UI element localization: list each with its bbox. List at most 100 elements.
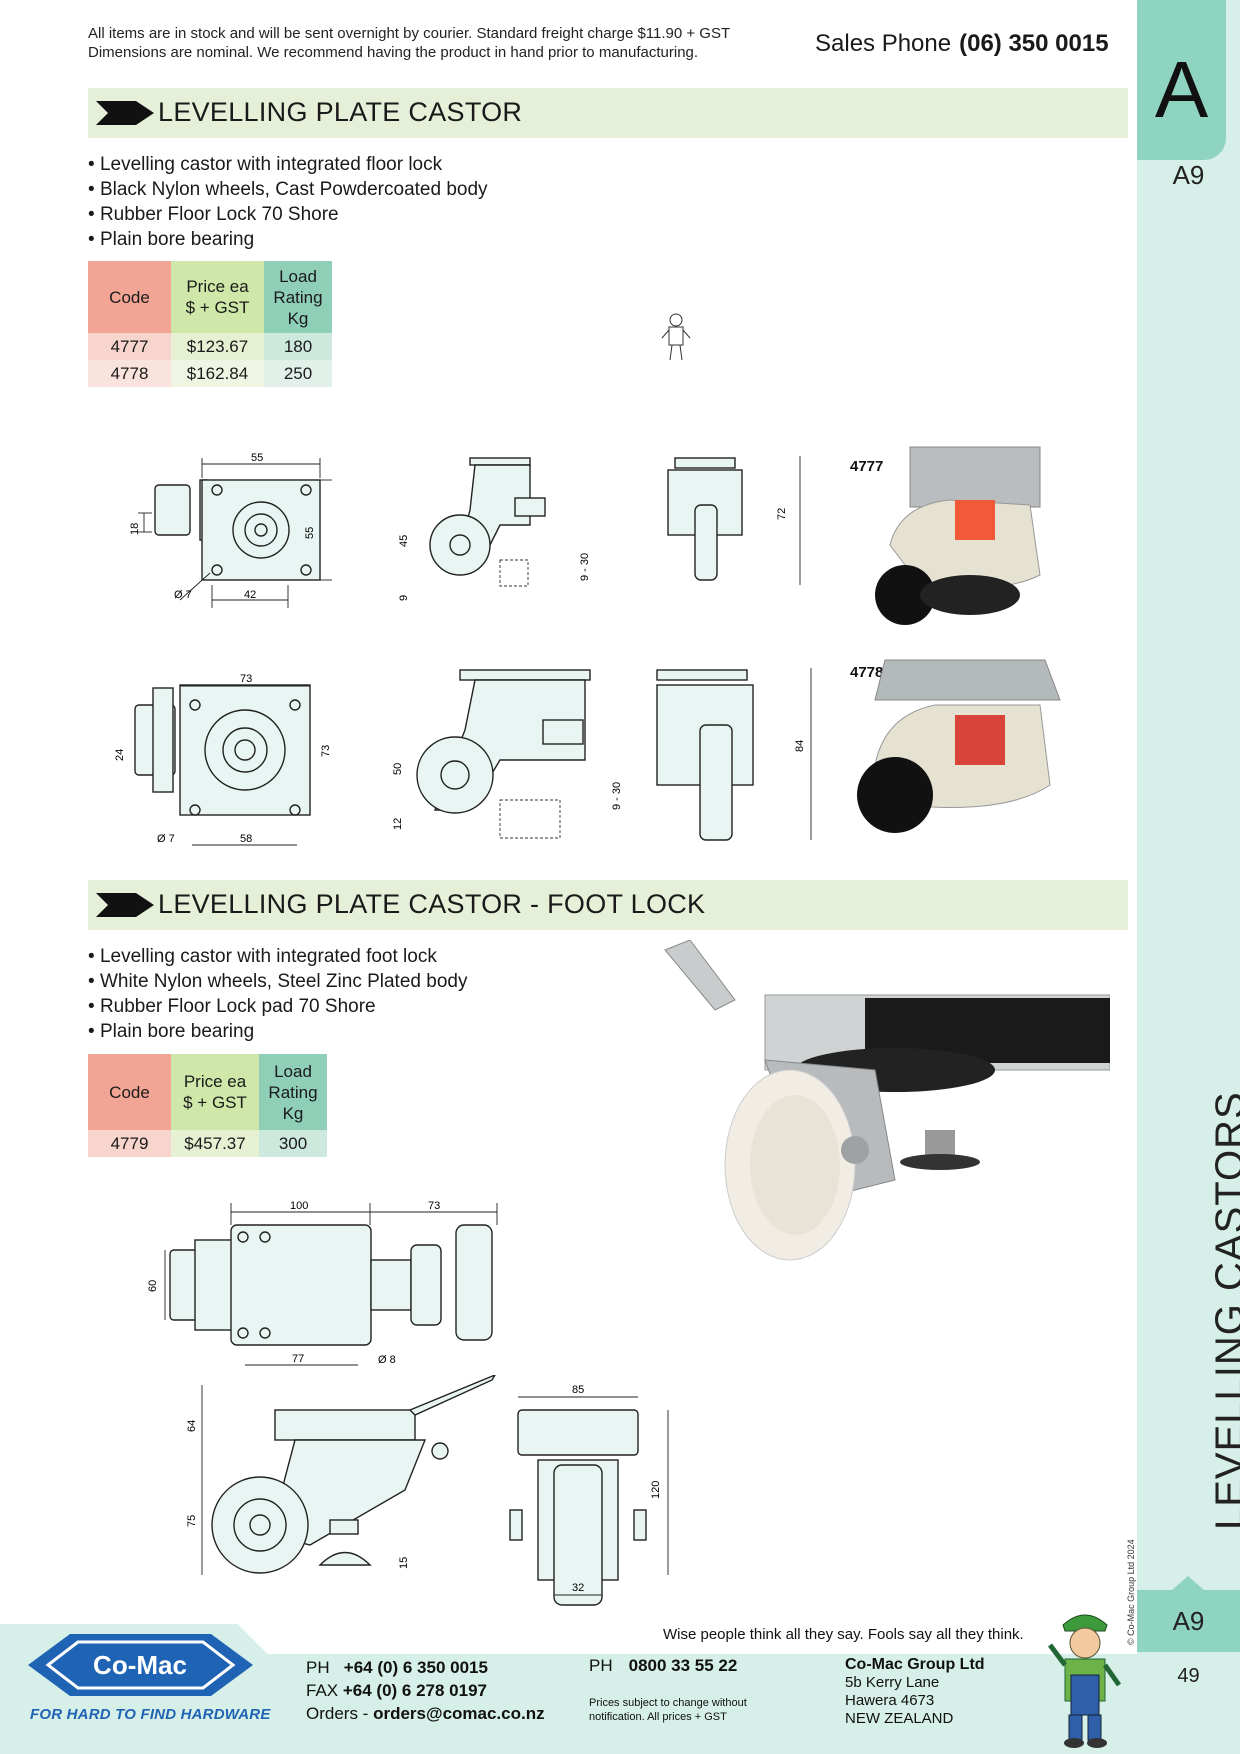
sales-phone-number[interactable]: (06) 350 0015 bbox=[959, 30, 1109, 57]
header-price: Price ea$ + GST bbox=[171, 261, 264, 333]
cell-price: $123.67 bbox=[171, 333, 264, 360]
copyright-text: © Co-Mac Group Ltd 2024 bbox=[1126, 1539, 1136, 1645]
dim-adjust: 9 - 30 bbox=[579, 553, 591, 581]
vertical-category-title: LEVELLING CASTORS bbox=[1160, 1091, 1240, 1530]
mascot-sketch-icon bbox=[661, 313, 691, 361]
cell-load: 250 bbox=[264, 360, 332, 387]
product-photo-4777 bbox=[875, 446, 1041, 625]
company-name: Co-Mac Group Ltd bbox=[845, 1656, 985, 1673]
dim-h2: 12 bbox=[392, 818, 404, 830]
footer-contact: PH +64 (0) 6 350 0015 FAX +64 (0) 6 278 … bbox=[306, 1656, 545, 1725]
product-code-label: 4778 bbox=[850, 664, 884, 681]
section-title: LEVELLING PLATE CASTOR - FOOT LOCK bbox=[158, 889, 706, 919]
dim-h2: 9 bbox=[398, 595, 410, 601]
dim-offset: 18 bbox=[129, 523, 141, 535]
phone-number[interactable]: +64 (0) 6 350 0015 bbox=[343, 1658, 488, 1677]
footer-freephone: PH 0800 33 55 22 bbox=[589, 1656, 737, 1676]
stock-notice-line-1: All items are in stock and will be sent … bbox=[88, 25, 731, 42]
sales-phone: Sales Phone (06) 350 0015 bbox=[815, 30, 1109, 58]
cell-price: $457.37 bbox=[171, 1130, 259, 1157]
table-row: 4778 $162.84 250 bbox=[88, 360, 332, 387]
freephone-label: PH bbox=[589, 1656, 613, 1675]
header-price: Price ea$ + GST bbox=[171, 1054, 259, 1130]
dim-h1: 45 bbox=[398, 535, 410, 547]
cell-price: $162.84 bbox=[171, 360, 264, 387]
phone-label: PH bbox=[306, 1658, 330, 1677]
address-line: NEW ZEALAND bbox=[845, 1710, 954, 1727]
technical-drawing-4777: 55 55 42 18 Ø 7 45 9 9 - 30 72 bbox=[129, 452, 801, 608]
cell-load: 300 bbox=[259, 1130, 327, 1157]
dim-offset: 24 bbox=[114, 749, 126, 761]
vertical-category-text: LEVELLING CASTORS bbox=[1208, 1091, 1240, 1530]
stock-notice-line-2: Dimensions are nominal. We recommend hav… bbox=[88, 44, 699, 61]
tab-notch bbox=[1172, 1576, 1204, 1590]
technical-drawing-4779-side: 64 75 15 85 120 32 bbox=[186, 1375, 669, 1606]
section-tab-letter: A bbox=[1154, 45, 1209, 134]
dim-total-height: 120 bbox=[650, 1481, 662, 1499]
product-photo-4779 bbox=[664, 940, 1110, 1261]
fax-number[interactable]: +64 (0) 6 278 0197 bbox=[342, 1681, 488, 1700]
dim-pedal: 73 bbox=[428, 1200, 440, 1212]
cell-code: 4778 bbox=[88, 360, 171, 387]
stock-notice: All items are in stock and will be sent … bbox=[88, 24, 730, 62]
cell-code: 4779 bbox=[88, 1130, 171, 1157]
dim-hole: Ø 7 bbox=[174, 589, 192, 601]
dim-height: 73 bbox=[320, 745, 332, 757]
address-line: Hawera 4673 bbox=[845, 1692, 935, 1709]
orders-email[interactable]: orders@comac.co.nz bbox=[373, 1704, 545, 1723]
product-code-label: 4777 bbox=[850, 458, 884, 475]
cell-code: 4777 bbox=[88, 333, 171, 360]
freephone-number[interactable]: 0800 33 55 22 bbox=[628, 1656, 738, 1675]
section-tab bbox=[1137, 0, 1226, 160]
dim-lower: 75 bbox=[186, 1515, 198, 1527]
table-row: 4779 $457.37 300 bbox=[88, 1130, 327, 1157]
product-photo-4778 bbox=[857, 659, 1061, 833]
page-code-bottom: A9 bbox=[1137, 1590, 1240, 1652]
right-sidebar bbox=[1137, 0, 1240, 1754]
dim-bolt: 58 bbox=[240, 833, 252, 845]
dim-hole: Ø 8 bbox=[378, 1354, 396, 1366]
dim-top-width: 85 bbox=[572, 1384, 584, 1396]
dim-width: 55 bbox=[251, 452, 263, 464]
footer-address: Co-Mac Group Ltd 5b Kerry Lane Hawera 46… bbox=[845, 1656, 985, 1728]
technical-drawing-4779-top: 100 73 60 77 Ø 8 bbox=[147, 1200, 498, 1366]
dim-bolt: 42 bbox=[244, 589, 256, 601]
feature-item: Levelling castor with integrated foot lo… bbox=[88, 944, 467, 969]
feature-list: Levelling castor with integrated floor l… bbox=[88, 152, 488, 252]
page-number: 49 bbox=[1177, 1665, 1200, 1687]
header-code: Code bbox=[88, 261, 171, 333]
dim-foot: 15 bbox=[398, 1557, 410, 1569]
dim-adjust: 9 - 30 bbox=[611, 782, 623, 810]
dim-plate: 100 bbox=[290, 1200, 308, 1212]
feature-item: Levelling castor with integrated floor l… bbox=[88, 152, 488, 177]
comac-logo[interactable]: Co-Mac bbox=[28, 1626, 253, 1704]
feature-item: Plain bore bearing bbox=[88, 227, 488, 252]
orders-label: Orders - bbox=[306, 1704, 369, 1723]
footer-quote: Wise people think all they say. Fools sa… bbox=[663, 1626, 1024, 1643]
section-title: LEVELLING PLATE CASTOR bbox=[158, 97, 523, 127]
dim-upper: 64 bbox=[186, 1420, 198, 1432]
address-line: 5b Kerry Lane bbox=[845, 1674, 940, 1691]
chevron-arrow-icon bbox=[96, 893, 154, 917]
chevron-arrow-icon bbox=[96, 101, 154, 125]
feature-item: Plain bore bearing bbox=[88, 1019, 467, 1044]
feature-list: Levelling castor with integrated foot lo… bbox=[88, 944, 468, 1044]
feature-item: Black Nylon wheels, Cast Powdercoated bo… bbox=[88, 177, 488, 202]
feature-item: Rubber Floor Lock 70 Shore bbox=[88, 202, 488, 227]
dim-bolt: 77 bbox=[292, 1353, 304, 1365]
technical-drawing-4778: 73 73 58 24 Ø 7 50 12 9 - 30 84 bbox=[114, 668, 812, 846]
dim-width: 73 bbox=[240, 673, 252, 685]
dim-total: 84 bbox=[794, 740, 806, 752]
sales-phone-label: Sales Phone bbox=[815, 30, 952, 57]
mascot-illustration bbox=[1048, 1614, 1122, 1748]
footer-tagline: FOR HARD TO FIND HARDWARE bbox=[30, 1706, 271, 1723]
fax-label: FAX bbox=[306, 1681, 339, 1700]
dim-wheel-width: 32 bbox=[572, 1582, 584, 1594]
dim-hole: Ø 7 bbox=[157, 833, 175, 845]
dim-h1: 50 bbox=[392, 763, 404, 775]
dim-width: 60 bbox=[147, 1280, 159, 1292]
